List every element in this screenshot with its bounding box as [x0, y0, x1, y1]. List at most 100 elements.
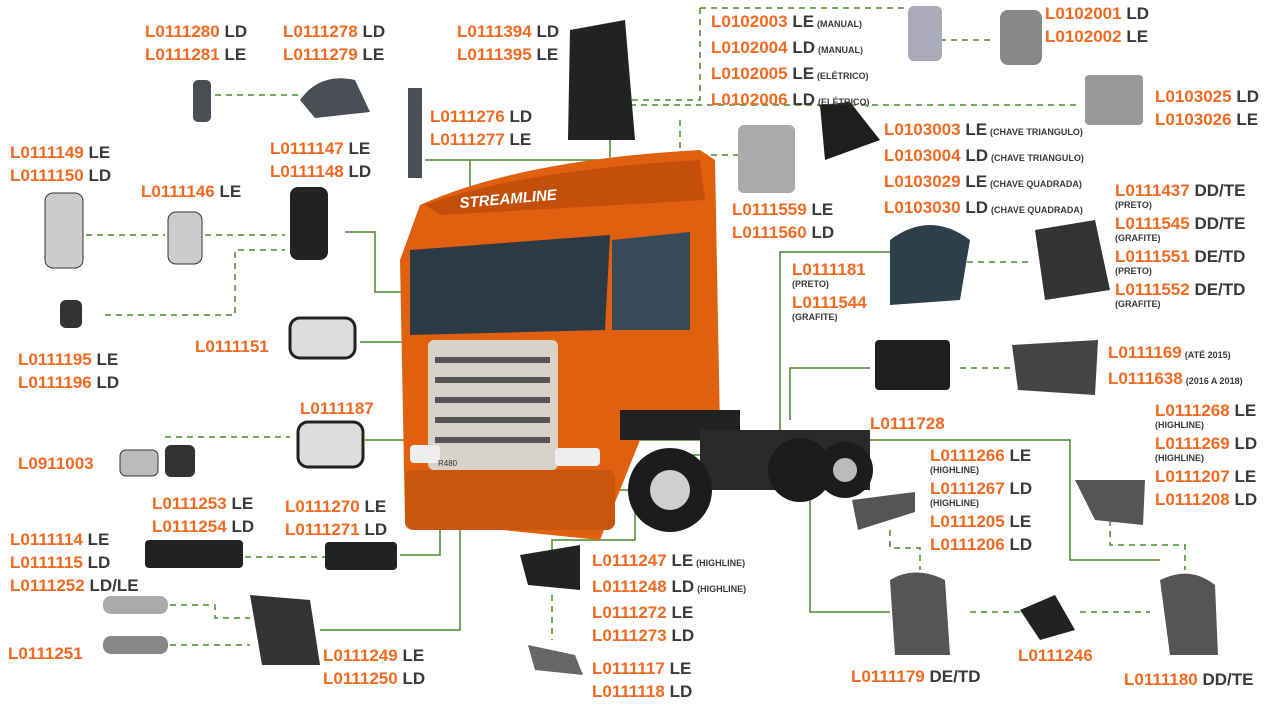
part-code: L0111249	[323, 646, 398, 665]
part-number-line: L0102006 LD(ELÉTRICO)	[711, 88, 869, 114]
part-number-line: L0111253 LE	[152, 492, 254, 515]
part-image	[408, 88, 422, 178]
part-number-line: L0103003 LE(CHAVE TRIANGULO)	[884, 118, 1084, 144]
part-label-group: L0111146 LE	[141, 180, 241, 203]
part-number-line: L0111147 LE	[270, 137, 371, 160]
part-side: LD	[1009, 535, 1033, 554]
part-side: LD	[88, 166, 112, 185]
part-image	[568, 20, 635, 140]
part-number-line: L0111117 LE	[592, 657, 692, 680]
part-code: L0111280	[145, 22, 220, 41]
part-code: L0111118	[592, 682, 665, 701]
part-side: LE	[362, 45, 385, 64]
part-image	[1085, 75, 1143, 125]
part-code: L0111278	[283, 22, 358, 41]
part-side: LE	[792, 64, 815, 83]
part-side: LE	[231, 494, 254, 513]
part-number-line: L0111208 LD	[1155, 488, 1257, 511]
part-image	[325, 542, 397, 570]
part-number-line: L0102005 LE(ELÉTRICO)	[711, 62, 869, 88]
part-image	[193, 80, 211, 122]
part-number-line: L0111169(ATÉ 2015)	[1108, 341, 1243, 367]
part-number-line: L0111278 LD	[283, 20, 385, 43]
part-label-group: L0111181(PRETO)L0111544(GRAFITE)	[792, 258, 867, 324]
part-code: L0111638	[1108, 369, 1183, 388]
part-side: LD	[231, 517, 255, 536]
part-code: L0111728	[870, 414, 945, 433]
part-number-line: L0111115 LD	[10, 551, 139, 574]
part-side: LE	[88, 143, 111, 162]
part-number-line: L0111276 LD	[430, 105, 532, 128]
part-code: L0111267	[930, 479, 1005, 498]
part-code: L0111273	[592, 626, 667, 645]
part-number-line: L0111728	[870, 412, 945, 435]
part-code: L0103026	[1155, 110, 1232, 129]
part-code: L0111146	[141, 182, 215, 201]
part-image	[250, 595, 320, 665]
part-subnote: (HIGHLINE)	[930, 498, 979, 508]
part-code: L0111169	[1108, 343, 1182, 362]
part-code: L0102002	[1045, 27, 1122, 46]
part-number-line: L0111269 LD(HIGHLINE)	[1155, 432, 1257, 464]
part-number-line: L0111266 LE(HIGHLINE)	[930, 444, 1032, 476]
part-code: L0103029	[884, 172, 961, 191]
part-number-line: L0111270 LE	[285, 495, 387, 518]
part-label-group: L0111169(ATÉ 2015)L0111638(2016 A 2018)	[1108, 341, 1243, 393]
part-subnote: (GRAFITE)	[1115, 233, 1161, 243]
part-side: LD	[669, 682, 693, 701]
part-image	[528, 645, 583, 675]
part-code: L0111205	[930, 512, 1005, 531]
part-side: LD	[87, 553, 111, 572]
truck-image: STREAMLINE R480	[400, 150, 873, 540]
part-image	[908, 6, 942, 61]
part-number-line: L0111638(2016 A 2018)	[1108, 367, 1243, 393]
part-code: L0111206	[930, 535, 1005, 554]
part-code: L0111147	[270, 139, 344, 158]
part-note: (2016 A 2018)	[1185, 376, 1243, 386]
part-label-group: L0111251	[8, 642, 83, 665]
part-number-line: L0111181(PRETO)	[792, 258, 867, 290]
part-side: DE/TD	[929, 667, 981, 686]
part-image	[1012, 340, 1098, 395]
part-subnote: (GRAFITE)	[792, 312, 838, 322]
part-label-group: L0111151	[195, 335, 269, 358]
part-image	[890, 572, 950, 655]
part-image	[520, 545, 580, 590]
part-side: LE	[87, 530, 110, 549]
part-number-line: L0102001 LD	[1045, 2, 1149, 25]
part-note: (CHAVE QUADRADA)	[990, 179, 1082, 189]
part-side: LD	[965, 198, 988, 217]
part-code: L0111268	[1155, 401, 1230, 420]
part-number-line: L0111280 LD	[145, 20, 247, 43]
part-side: LE	[364, 497, 387, 516]
part-number-line: L0111149 LE	[10, 141, 111, 164]
part-number-line: L0111545 DD/TE(GRAFITE)	[1115, 212, 1245, 244]
part-number-line: L0111544(GRAFITE)	[792, 291, 867, 323]
part-code: L0102006	[711, 90, 788, 109]
part-code: L0111195	[18, 350, 92, 369]
part-note: (MANUAL)	[817, 45, 863, 55]
part-side: LD	[671, 626, 695, 645]
part-number-line: L0111249 LE	[323, 644, 425, 667]
part-side: LE	[671, 603, 694, 622]
part-number-line: L0111552 DE/TD(GRAFITE)	[1115, 278, 1245, 310]
part-code: L0111208	[1155, 490, 1230, 509]
part-number-line: L0111272 LE	[592, 601, 746, 624]
part-number-line: L0111277 LE	[430, 128, 532, 151]
part-number-line: L0102004 LD(MANUAL)	[711, 36, 869, 62]
part-image	[1075, 480, 1145, 525]
part-code: L0103003	[884, 120, 961, 139]
part-number-line: L0111395 LE	[457, 43, 559, 66]
part-side: LD	[1009, 479, 1033, 498]
part-side: LD	[1234, 490, 1258, 509]
part-label-group: L0111266 LE(HIGHLINE) L0111267 LD (HIGHLIN…	[930, 444, 1032, 556]
part-thumbnails	[44, 6, 1218, 675]
part-code: L0111269	[1155, 434, 1230, 453]
part-code: L0111551	[1115, 247, 1190, 266]
part-number-line: L0111254 LD	[152, 515, 254, 538]
